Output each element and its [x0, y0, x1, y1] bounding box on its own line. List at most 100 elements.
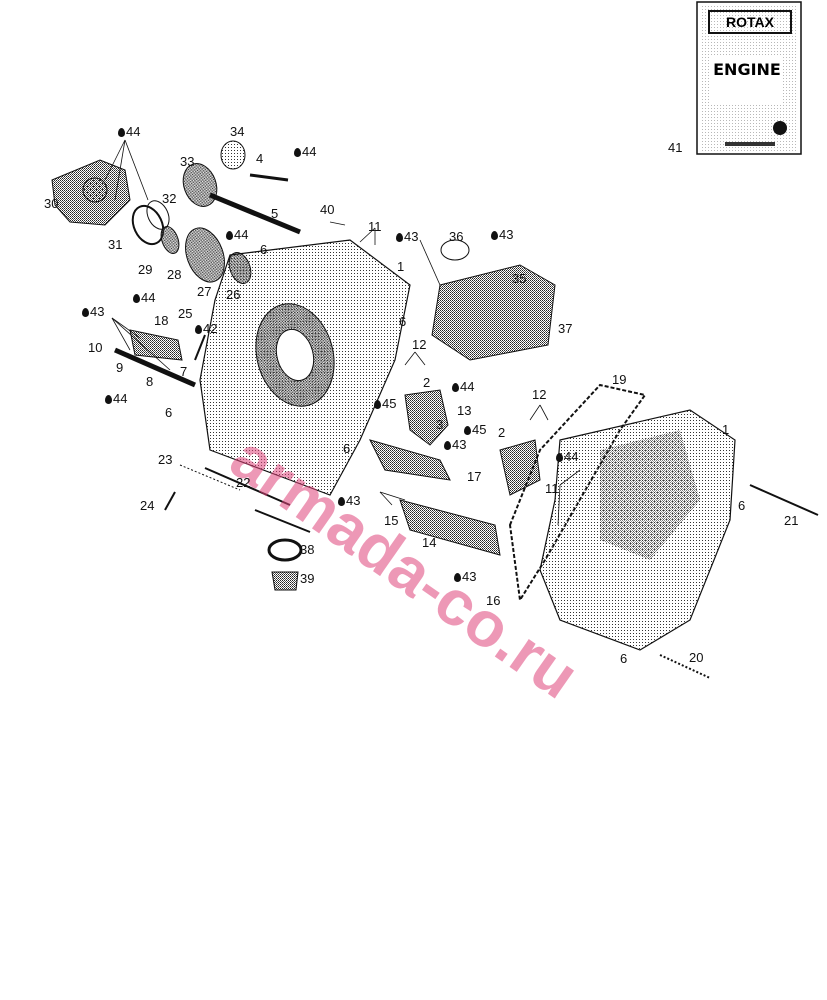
- lubricant-drop-icon: [195, 325, 202, 334]
- callout-number: 44: [113, 391, 128, 406]
- callout-18: 18: [154, 314, 168, 327]
- callout-number: 20: [689, 650, 704, 665]
- callout-33: 33: [180, 155, 194, 168]
- callout-11: 11: [368, 220, 382, 233]
- balancer-shaft: [182, 140, 301, 235]
- lubricant-drop-icon: [105, 395, 112, 404]
- lubricant-drop-icon: [118, 128, 125, 137]
- callout-number: 1: [397, 259, 405, 274]
- callout-9: 9: [116, 361, 123, 374]
- callout-10: 10: [88, 341, 102, 354]
- callout-number: 15: [384, 513, 399, 528]
- lubricant-drop-icon: [464, 426, 471, 435]
- callout-16: 16: [486, 594, 500, 607]
- callout-6: 6: [399, 315, 406, 328]
- callout-35: 35: [512, 272, 526, 285]
- callout-43: 43: [82, 305, 104, 318]
- callout-number: 22: [236, 475, 251, 490]
- callout-32: 32: [162, 192, 176, 205]
- lubricant-drop-icon: [452, 383, 459, 392]
- callout-15: 15: [384, 514, 398, 527]
- callout-42: 42: [195, 322, 217, 335]
- callout-21: 21: [784, 514, 798, 527]
- callout-number: 36: [449, 229, 464, 244]
- lubricant-drop-icon: [396, 233, 403, 242]
- callout-6: 6: [738, 499, 745, 512]
- callout-13: 13: [457, 404, 471, 417]
- crankshaft-seal-area: [399, 499, 501, 556]
- callout-number: 26: [226, 287, 241, 302]
- callout-number: 18: [154, 313, 169, 328]
- callout-44: 44: [133, 291, 155, 304]
- callout-45: 45: [464, 423, 486, 436]
- callout-14: 14: [422, 536, 436, 549]
- callout-29: 29: [138, 263, 152, 276]
- callout-number: 35: [512, 271, 527, 286]
- callout-number: 16: [486, 593, 501, 608]
- callout-number: 24: [140, 498, 155, 513]
- lubricant-drop-icon: [133, 294, 140, 303]
- callout-number: 2: [498, 425, 506, 440]
- callout-6: 6: [343, 442, 350, 455]
- callout-number: 45: [382, 396, 397, 411]
- callout-8: 8: [146, 375, 153, 388]
- callout-23: 23: [158, 453, 172, 466]
- callout-number: 11: [545, 481, 559, 496]
- callout-number: 43: [499, 227, 514, 242]
- callout-number: 32: [162, 191, 177, 206]
- callout-number: 4: [256, 151, 264, 166]
- callout-number: 30: [44, 196, 59, 211]
- callout-5: 5: [271, 207, 278, 220]
- lubricant-drop-icon: [491, 231, 498, 240]
- callout-number: 33: [180, 154, 195, 169]
- callout-number: 44: [302, 144, 317, 159]
- crankcase-gasket: [508, 383, 647, 603]
- callout-number: 12: [412, 337, 427, 352]
- callout-number: 17: [467, 469, 482, 484]
- callout-number: 43: [404, 229, 419, 244]
- callout-number: 42: [203, 321, 218, 336]
- callout-43: 43: [396, 230, 418, 243]
- lubricant-drop-icon: [294, 148, 301, 157]
- callout-number: 34: [230, 124, 245, 139]
- callout-44: 44: [294, 145, 316, 158]
- callout-30: 30: [44, 197, 58, 210]
- callout-number: 11: [368, 219, 382, 234]
- callout-40: 40: [320, 203, 334, 216]
- callout-number: 6: [738, 498, 746, 513]
- engine-manual-booklet: [696, 1, 802, 155]
- callout-22: 22: [236, 476, 250, 489]
- callout-number: 2: [423, 375, 431, 390]
- callout-3: 3: [436, 418, 443, 431]
- callout-4: 4: [256, 152, 263, 165]
- callout-45: 45: [374, 397, 396, 410]
- callout-number: 6: [620, 651, 628, 666]
- callout-44: 44: [226, 228, 248, 241]
- bearings: [369, 389, 541, 496]
- callout-number: 44: [234, 227, 249, 242]
- leader-lines: [104, 139, 581, 526]
- callout-number: 43: [90, 304, 105, 319]
- callout-number: 9: [116, 360, 124, 375]
- crankcase-half-pto: [539, 409, 736, 651]
- callout-number: 6: [343, 441, 351, 456]
- callout-24: 24: [140, 499, 154, 512]
- callout-number: 38: [300, 542, 315, 557]
- callout-44: 44: [118, 125, 140, 138]
- callout-26: 26: [226, 288, 240, 301]
- callout-38: 38: [300, 543, 314, 556]
- callout-number: 23: [158, 452, 173, 467]
- callout-number: 3: [436, 417, 444, 432]
- callout-7: 7: [180, 365, 187, 378]
- callout-number: 28: [167, 267, 182, 282]
- callout-number: 43: [452, 437, 467, 452]
- lubricant-drop-icon: [82, 308, 89, 317]
- callout-36: 36: [449, 230, 463, 243]
- lubricant-drop-icon: [338, 497, 345, 506]
- callout-number: 37: [558, 321, 573, 336]
- callout-number: 6: [399, 314, 407, 329]
- lubricant-drop-icon: [556, 453, 563, 462]
- manual-title: ENGINE: [713, 60, 781, 79]
- callout-number: 25: [178, 306, 193, 321]
- callout-43: 43: [444, 438, 466, 451]
